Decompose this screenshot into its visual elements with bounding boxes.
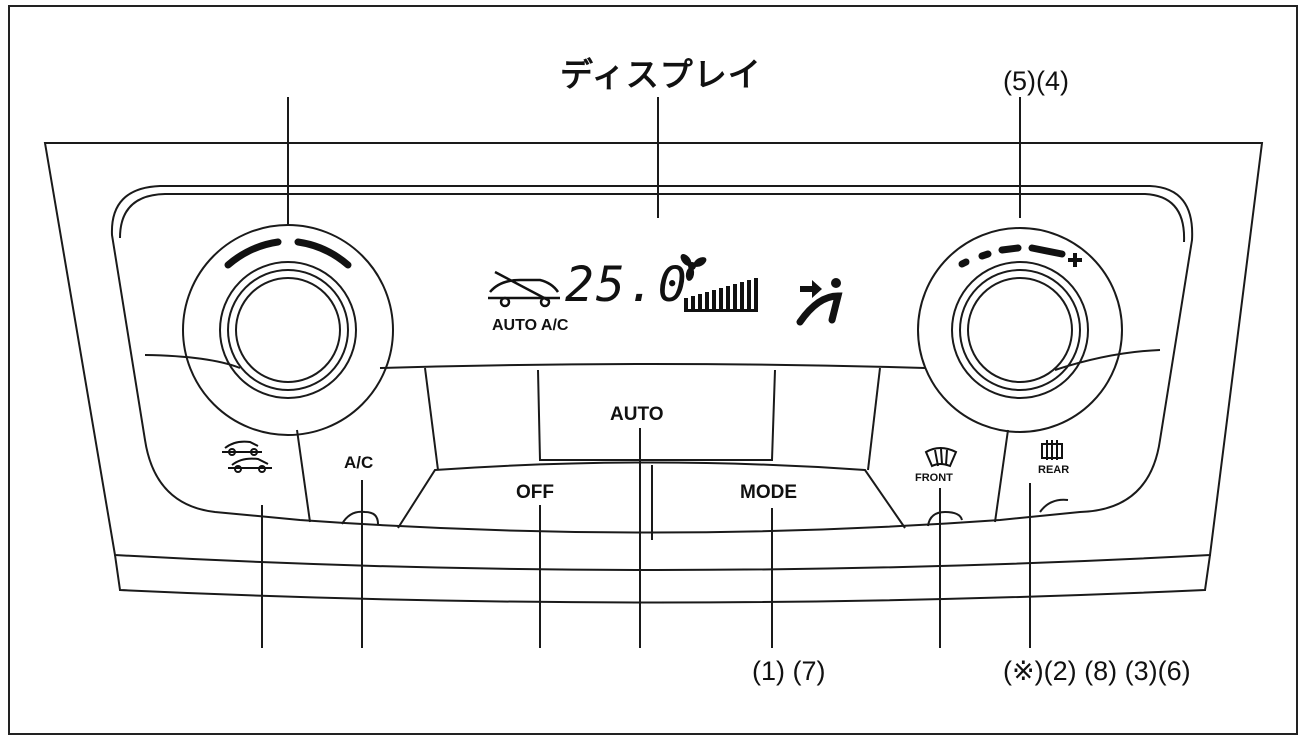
rear-defrost-icon: [1041, 440, 1063, 460]
clip-left: [341, 510, 379, 525]
right-button-divider: [994, 429, 1009, 523]
right-knob-ring: [951, 261, 1089, 399]
upper-row-line: [379, 363, 926, 369]
left-knob-mark-right: [294, 238, 352, 269]
auto-button-outline: [537, 369, 776, 461]
right-knob-ring-2: [959, 269, 1081, 391]
inner-panel: [110, 185, 1194, 534]
right-knob-mark-4: [1028, 244, 1066, 258]
recirculation-icon: [488, 270, 560, 308]
right-knob-mark-3: [998, 244, 1022, 254]
front-defrost-icon: [924, 447, 958, 468]
right-knob-ring-3: [967, 277, 1073, 383]
mode-button[interactable]: MODE: [740, 482, 797, 503]
airflow-mode-icon: [796, 278, 843, 326]
inner-panel-inset: [119, 193, 1186, 243]
fan-level-bars-icon: [684, 278, 758, 312]
right-knob-plus-icon: [1068, 253, 1082, 267]
label-knob-right: (5)(4): [1003, 66, 1069, 96]
right-knob-outer: [917, 227, 1123, 433]
recirc-button-icon: [222, 440, 272, 473]
rear-defrost-button[interactable]: REAR: [1038, 464, 1070, 476]
off-button[interactable]: OFF: [516, 482, 554, 503]
left-bank-line: [144, 354, 241, 369]
auto-button[interactable]: AUTO: [610, 404, 664, 425]
left-knob-ring-2: [227, 269, 349, 391]
clip-right: [927, 510, 963, 527]
right-knob-mark-1: [958, 258, 970, 268]
left-bank-divider: [424, 367, 439, 471]
left-button-divider: [296, 429, 311, 523]
right-bank-divider: [867, 367, 881, 471]
label-defrost-group: (※)(2) (8) (3)(6): [1003, 656, 1191, 686]
label-mode: (1) (7): [752, 656, 826, 686]
right-bank-line: [1054, 349, 1161, 371]
front-defrost-button[interactable]: FRONT: [915, 472, 953, 484]
left-knob-outer: [182, 224, 394, 436]
left-knob-ring: [219, 261, 357, 399]
fan-icon: [680, 254, 707, 281]
ac-button[interactable]: A/C: [344, 453, 374, 472]
outer-bezel: [43, 142, 1264, 571]
clip-far-right: [1039, 498, 1069, 513]
lcd-temperature: 25.0: [565, 257, 689, 313]
left-knob-mark-left: [224, 238, 282, 269]
diagram-frame: [8, 5, 1298, 735]
left-knob-ring-3: [235, 277, 341, 383]
display-title: ディスプレイ: [560, 56, 762, 93]
right-knob-mark-2: [978, 250, 992, 260]
bezel-lower-strip: [114, 554, 1211, 604]
off-mode-housing: [397, 461, 906, 529]
lcd-auto-ac-status: AUTO A/C: [492, 317, 569, 334]
